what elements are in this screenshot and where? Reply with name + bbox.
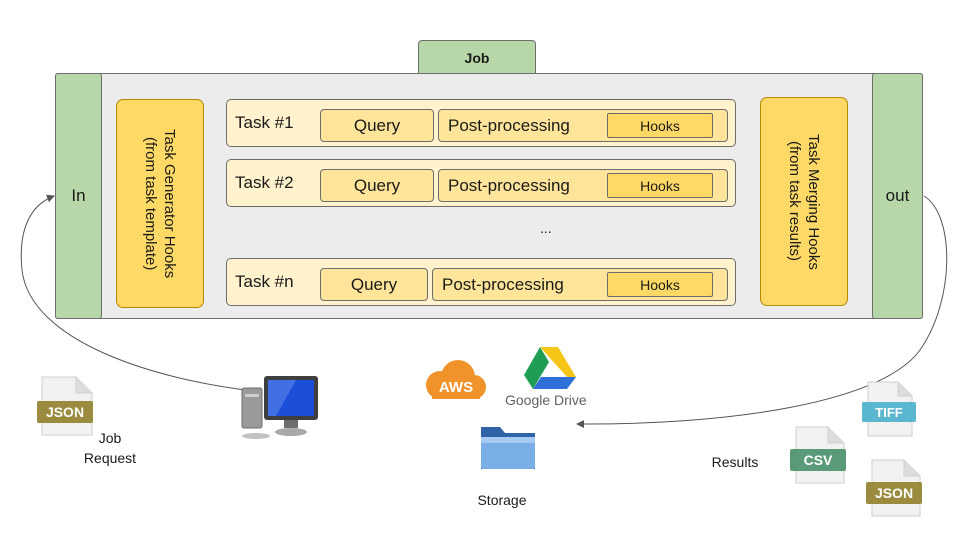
json-file-icon: JSON [37, 376, 93, 436]
merging-title: Task Merging Hooks [805, 133, 822, 270]
hooks-box: Hooks [607, 173, 713, 198]
generator-subtitle: (from task template) [142, 136, 159, 271]
post-processing-label: Post-processing [448, 115, 570, 135]
hooks-box: Hooks [607, 113, 713, 138]
results-curve-arrow [576, 195, 948, 429]
task-row-n: Task #n Query Post-processing Hooks [226, 258, 736, 306]
more-tasks-ellipsis: ... [540, 220, 552, 236]
query-box: Query [320, 268, 428, 301]
aws-cloud-icon: AWS [426, 360, 486, 399]
task-generator-hooks: Task Generator Hooks (from task template… [116, 99, 204, 308]
computer-icon [241, 376, 318, 439]
task-merging-hooks: Task Merging Hooks (from task results) [760, 97, 848, 306]
post-processing-box: Post-processing Hooks [438, 109, 728, 142]
job-request-line2: Request [83, 450, 137, 466]
query-label: Query [353, 175, 401, 195]
query-label: Query [350, 274, 398, 294]
hooks-box: Hooks [607, 272, 713, 297]
generator-title: Task Generator Hooks [161, 128, 178, 279]
request-curve-arrow [20, 194, 263, 393]
task-row-1: Task #1 Query Post-processing Hooks [226, 99, 736, 147]
csv-file-text: CSV [804, 452, 833, 468]
folder-icon [481, 427, 535, 469]
query-box: Query [320, 169, 434, 202]
query-label: Query [353, 115, 401, 135]
storage-label: Storage [477, 492, 527, 508]
task-row-2: Task #2 Query Post-processing Hooks [226, 159, 736, 207]
post-processing-label: Post-processing [448, 175, 570, 195]
query-box: Query [320, 109, 434, 142]
json-request-icon-text: JSON [46, 404, 84, 420]
task-label: Task #2 [235, 173, 294, 192]
out-label: out [885, 186, 910, 205]
hooks-label: Hooks [640, 276, 680, 293]
task-label: Task #n [235, 272, 294, 291]
job-tab: Job [418, 40, 536, 74]
results-label: Results [711, 454, 759, 470]
job-request-line1: Job [98, 430, 122, 446]
aws-text: AWS [439, 379, 473, 396]
csv-file-icon: CSV [790, 426, 846, 484]
google-drive-icon [524, 347, 576, 389]
json-result-file-icon: JSON [866, 459, 922, 517]
post-processing-label: Post-processing [442, 274, 564, 294]
json-result-file-text: JSON [875, 485, 913, 501]
post-processing-box: Post-processing Hooks [432, 268, 728, 301]
hooks-label: Hooks [640, 117, 680, 134]
hooks-label: Hooks [640, 177, 680, 194]
tiff-file-text: TIFF [875, 405, 902, 420]
post-processing-box: Post-processing Hooks [438, 169, 728, 202]
out-box: out [872, 73, 923, 319]
in-box: In [55, 73, 102, 319]
task-label: Task #1 [235, 113, 294, 132]
merging-subtitle: (from task results) [786, 141, 803, 262]
job-title: Job [464, 49, 490, 66]
job-request-caption: Job Request [70, 428, 150, 468]
in-label: In [71, 186, 86, 205]
tiff-file-icon: TIFF [862, 381, 916, 437]
google-drive-label: Google Drive [505, 392, 587, 408]
